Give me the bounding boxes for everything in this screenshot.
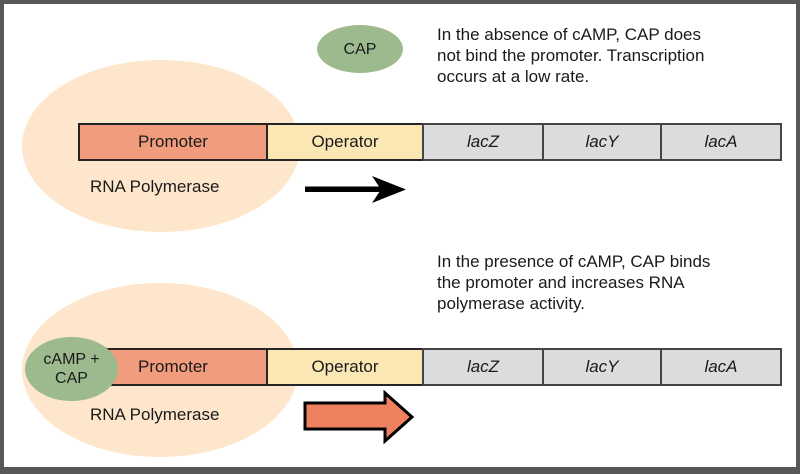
lacy-gene-label: lacY (585, 132, 619, 151)
presence-caption-line: polymerase activity. (437, 294, 586, 313)
high-transcription-arrow-icon (303, 390, 415, 445)
rna-polymerase-label-bottom: RNA Polymerase (90, 405, 220, 424)
lacy-gene-segment: lacY (542, 348, 662, 386)
cap-protein-label: CAP (343, 40, 377, 58)
operon-bar-top: Promoter Operator lacZ lacY lacA (78, 123, 782, 161)
operator-label: Operator (311, 132, 379, 151)
absence-caption-line: not bind the promoter. Transcription (437, 46, 705, 65)
lacz-gene-label: lacZ (466, 357, 500, 376)
operator-segment: Operator (266, 348, 424, 386)
camp-cap-complex-label-line2: CAP (55, 370, 88, 387)
absence-caption-line: occurs at a low rate. (437, 67, 590, 86)
promoter-segment: Promoter (78, 123, 268, 161)
presence-caption-line: the promoter and increases RNA (437, 273, 685, 292)
promoter-label: Promoter (138, 132, 208, 151)
presence-caption-line: In the presence of cAMP, CAP binds (437, 252, 711, 271)
cap-protein-ellipse: CAP (317, 25, 403, 73)
lacy-gene-label: lacY (585, 357, 619, 376)
lacz-gene-segment: lacZ (422, 123, 544, 161)
laca-gene-segment: lacA (660, 123, 782, 161)
lacz-gene-segment: lacZ (422, 348, 544, 386)
low-transcription-arrow-icon (305, 176, 406, 203)
absence-caption-line: In the absence of cAMP, CAP does (437, 25, 701, 44)
laca-gene-label: lacA (704, 132, 738, 151)
operon-bar-bottom: Promoter Operator lacZ lacY lacA (78, 348, 782, 386)
rna-polymerase-label-top: RNA Polymerase (90, 177, 220, 196)
promoter-label: Promoter (138, 357, 208, 376)
presence-caption: In the presence of cAMP, CAP binds the p… (437, 251, 767, 314)
lacy-gene-segment: lacY (542, 123, 662, 161)
laca-gene-label: lacA (704, 357, 738, 376)
camp-cap-complex-label-line1: cAMP + (43, 351, 100, 368)
absence-caption: In the absence of cAMP, CAP does not bin… (437, 24, 767, 87)
operator-segment: Operator (266, 123, 424, 161)
operator-label: Operator (311, 357, 379, 376)
laca-gene-segment: lacA (660, 348, 782, 386)
lacz-gene-label: lacZ (466, 132, 500, 151)
camp-cap-complex-ellipse: cAMP + CAP (25, 337, 118, 401)
